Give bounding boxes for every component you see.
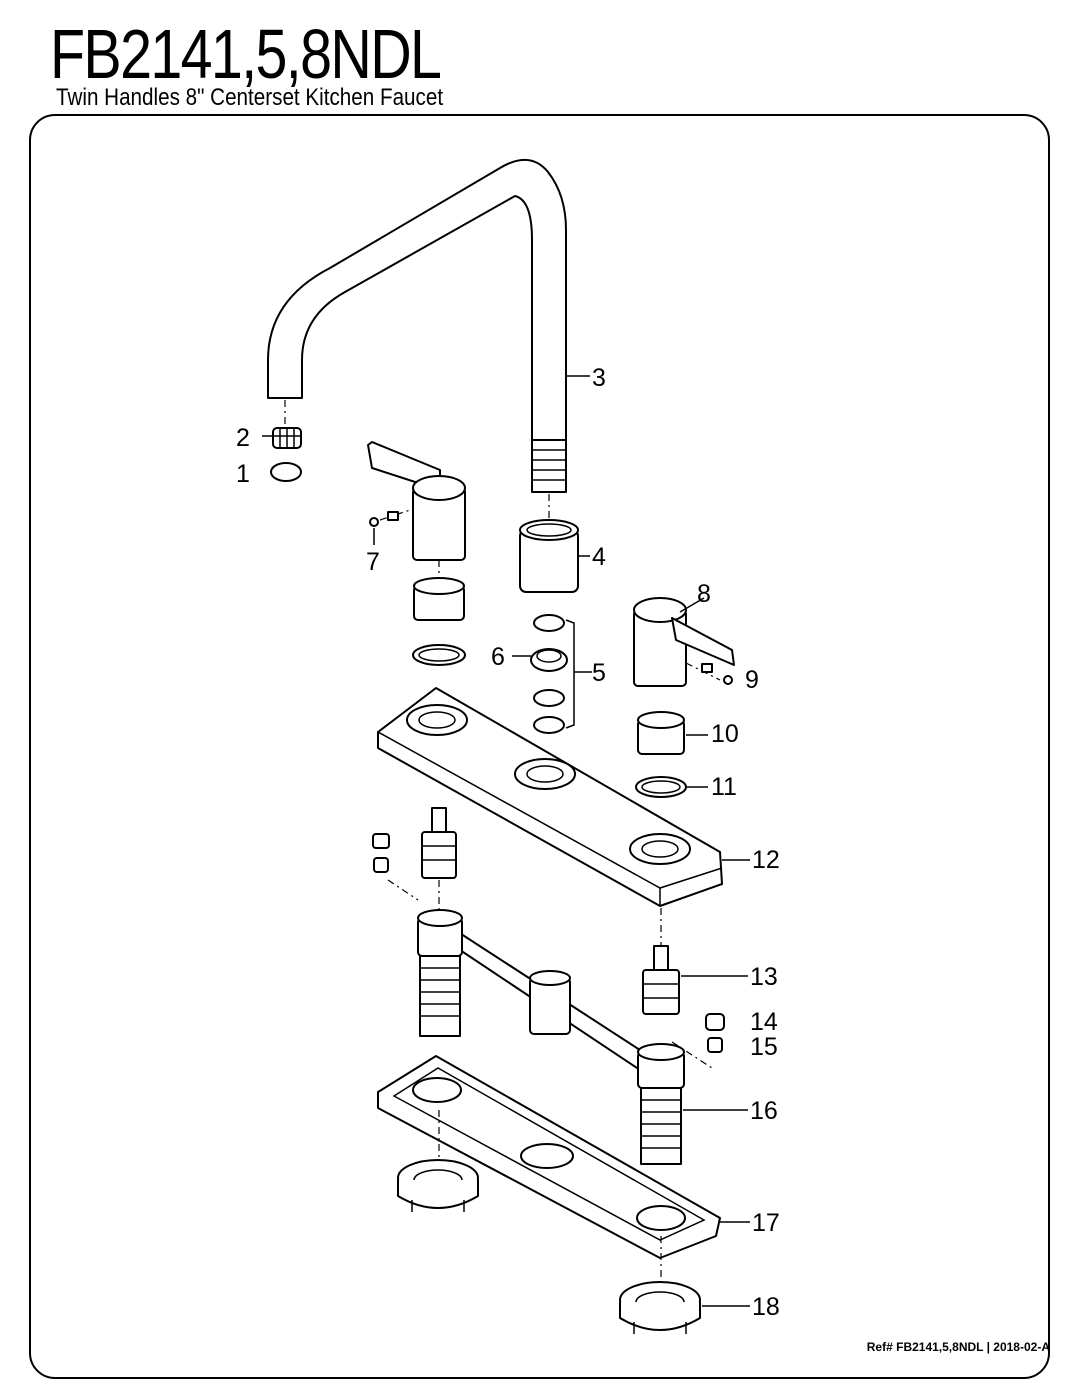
reference-code: Ref# FB2141,5,8NDL | 2018-02-A xyxy=(866,1340,1050,1354)
part-18-mounting-nut xyxy=(619,1281,750,1334)
part-6-retainer xyxy=(512,648,568,672)
callout-10: 10 xyxy=(711,720,739,748)
left-o-ring xyxy=(412,644,466,666)
part-10-bonnet xyxy=(637,711,708,755)
part-9-set-screw xyxy=(685,662,733,685)
callout-12: 12 xyxy=(752,846,780,874)
diagram-frame xyxy=(29,114,1050,1379)
callout-17: 17 xyxy=(752,1209,780,1237)
left-bonnet xyxy=(413,577,465,621)
callout-11: 11 xyxy=(711,773,737,801)
left-mounting-nut xyxy=(397,1159,479,1212)
part-14-seat xyxy=(705,1013,725,1031)
part-16-valve-body xyxy=(417,909,748,1165)
part-2-aerator xyxy=(272,427,302,449)
callout-4: 4 xyxy=(592,543,606,571)
part-8-right-handle xyxy=(633,597,735,687)
callout-18: 18 xyxy=(752,1293,780,1321)
callout-5: 5 xyxy=(592,659,606,687)
part-3-spout xyxy=(267,159,567,520)
callout-7: 7 xyxy=(366,548,380,576)
callout-2: 2 xyxy=(236,424,250,452)
part-17-gasket xyxy=(377,1055,750,1280)
part-11-o-ring xyxy=(635,776,708,798)
part-12-deck-plate xyxy=(377,687,750,907)
part-15-spring xyxy=(671,1037,723,1069)
part-13-cartridge xyxy=(642,908,748,1015)
product-subtitle: Twin Handles 8" Centerset Kitchen Faucet xyxy=(56,84,444,111)
part-4-spout-nut xyxy=(519,519,579,593)
callout-15: 15 xyxy=(750,1033,778,1061)
callout-16: 16 xyxy=(750,1097,778,1125)
callout-8: 8 xyxy=(697,580,711,608)
callout-3: 3 xyxy=(592,364,606,392)
model-number-title: FB2141,5,8NDL xyxy=(50,15,442,93)
callout-6: 6 xyxy=(491,643,505,671)
callout-9: 9 xyxy=(745,666,759,694)
callout-1: 1 xyxy=(236,460,250,488)
part-5-o-rings xyxy=(533,614,592,734)
callout-13: 13 xyxy=(750,963,778,991)
left-handle xyxy=(367,441,466,585)
left-seat-spring xyxy=(372,833,419,901)
left-cartridge xyxy=(421,807,457,912)
callout-14: 14 xyxy=(750,1008,778,1036)
part-1-washer xyxy=(270,462,302,482)
